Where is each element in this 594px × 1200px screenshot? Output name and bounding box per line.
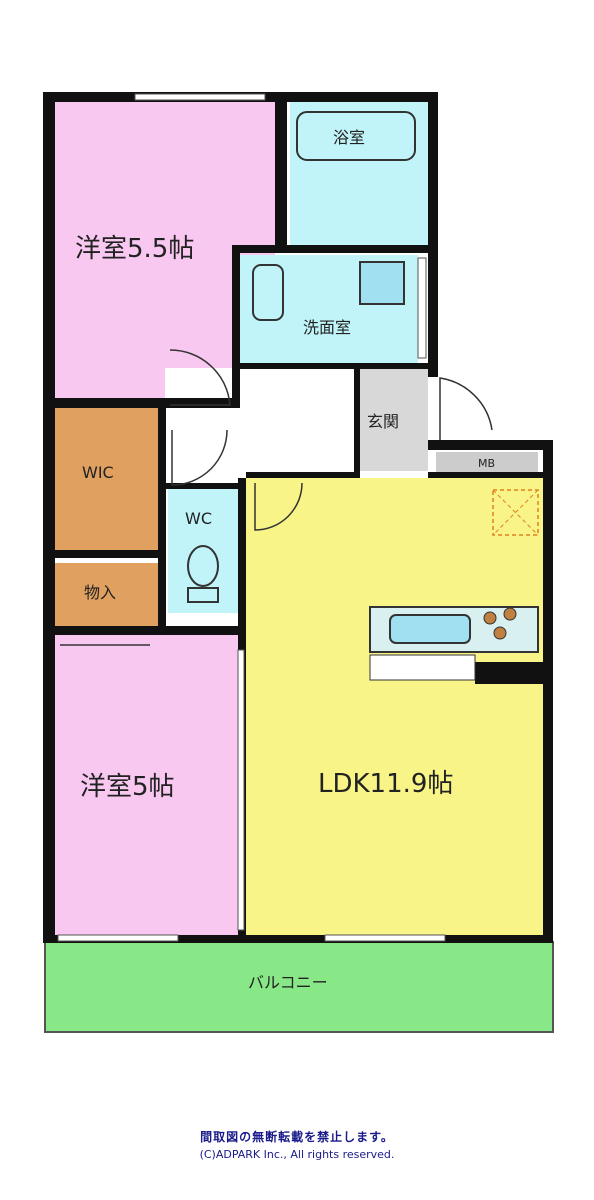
hallway <box>165 368 360 483</box>
refrigerator-space <box>492 489 539 536</box>
counter-cabinet <box>369 654 476 681</box>
door-swings <box>60 349 493 646</box>
toilet-bowl <box>187 545 219 587</box>
kitchen-sink <box>389 614 471 644</box>
balcony <box>44 941 554 1033</box>
label-storage: 物入 <box>84 583 116 602</box>
bathtub <box>296 111 416 161</box>
stove-burner <box>483 611 497 625</box>
toilet-tank <box>187 587 219 603</box>
meter-box <box>436 452 538 474</box>
label-bathroom: 浴室 <box>333 128 365 147</box>
refrigerator-cross <box>492 489 539 536</box>
ldk <box>245 478 543 935</box>
label-western-room-2: 洋室5帖 <box>80 772 175 802</box>
storage <box>55 563 160 628</box>
label-walk-in-closet: WIC <box>82 463 114 482</box>
windows <box>57 93 446 942</box>
stove-burner <box>503 607 517 621</box>
label-western-room-1: 洋室5.5帖 <box>75 234 194 264</box>
footer: 間取図の無断転載を禁止します。 (C)ADPARK Inc., All righ… <box>0 1128 594 1161</box>
copy-notice: 間取図の無断転載を禁止します。 <box>200 1130 394 1144</box>
walk-in-closet <box>55 408 160 550</box>
label-balcony: バルコニー <box>248 973 328 992</box>
fixtures <box>187 111 539 681</box>
label-washroom: 洗面室 <box>303 318 351 337</box>
label-ldk: LDK11.9帖 <box>318 769 453 799</box>
washbasin <box>252 264 284 321</box>
label-entrance: 玄関 <box>367 412 399 431</box>
entrance <box>360 368 428 471</box>
western-room-2 <box>55 635 240 935</box>
stove-burner <box>493 626 507 640</box>
copyright: (C)ADPARK Inc., All rights reserved. <box>199 1148 395 1161</box>
label-meter-box: MB <box>478 457 495 470</box>
floor-plan: 洋室5.5帖 浴室 洗面室 玄関 WIC WC MB 物入 洋室5帖 LDK11… <box>43 92 554 1033</box>
label-toilet: WC <box>185 509 212 528</box>
washing-machine-pan <box>359 261 405 305</box>
